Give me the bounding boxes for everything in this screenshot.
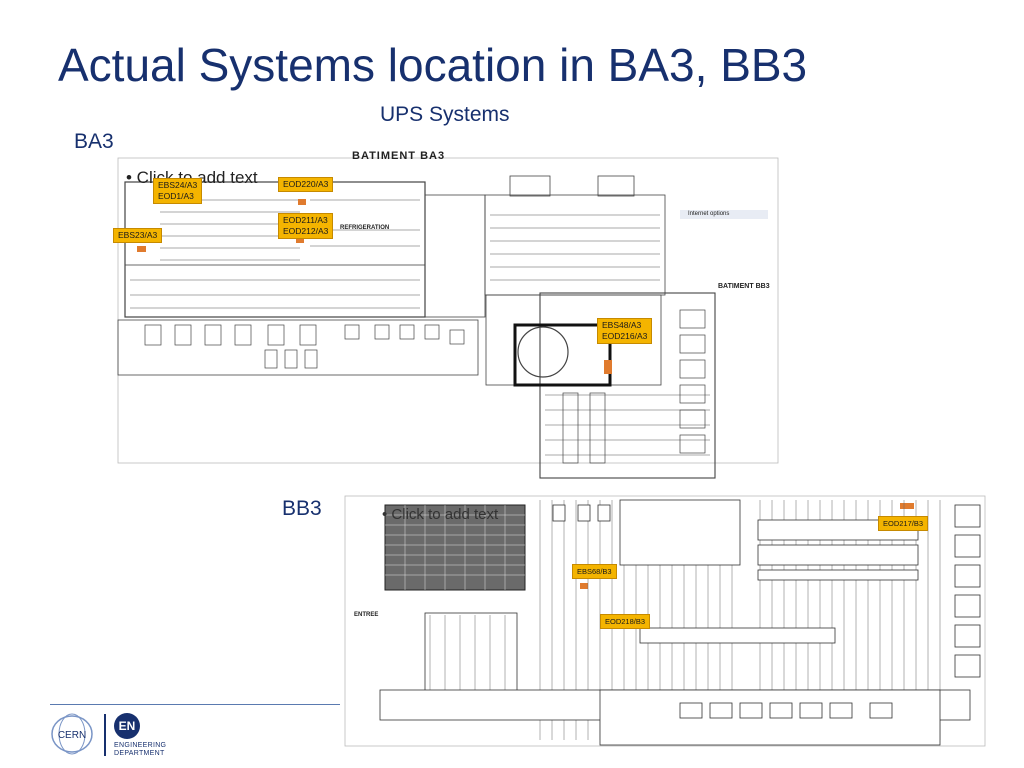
footer-rule xyxy=(50,704,340,705)
ups-tag-ebs24-eod1: EBS24/A3 EOD1/A3 xyxy=(153,178,203,204)
ups-tag-ebs48-eod216: EBS48/A3 EOD216/A3 xyxy=(597,318,653,344)
internet-options-label: Internet options xyxy=(680,210,768,219)
ups-tag-eod218: EOD218/B3 xyxy=(600,614,651,629)
ups-tag-eod211-eod212: EOD211/A3 EOD212/A3 xyxy=(278,213,334,239)
en-logo: EN xyxy=(114,713,140,739)
en-department-text: ENGINEERING DEPARTMENT xyxy=(114,742,167,757)
ups-tag-ebs68: EBS68/B3 xyxy=(572,564,617,579)
bb3-section-label: BB3 xyxy=(282,497,322,520)
bb3-floor-plan xyxy=(344,495,986,747)
entree-label: ENTREE xyxy=(354,612,379,618)
tag-ebs24: EBS24/A3 xyxy=(158,180,198,190)
ups-tag-eod220: EOD220/A3 xyxy=(278,177,334,192)
refrigeration-label: REFRIGERATION xyxy=(340,225,390,231)
ba3-plan-heading: BATIMENT BA3 xyxy=(352,150,446,162)
ups-markers xyxy=(137,199,914,589)
ba3-section-label: BA3 xyxy=(74,130,114,153)
slide-title: Actual Systems location in BA3, BB3 xyxy=(58,39,808,91)
bb3-plan-heading: BATIMENT BB3 xyxy=(718,283,770,290)
footer-separator xyxy=(104,714,106,756)
slide-subtitle: UPS Systems xyxy=(380,103,510,126)
tag-eod1: EOD1/A3 xyxy=(158,191,194,201)
cern-logo-text: CERN xyxy=(58,730,86,741)
ups-tag-ebs23: EBS23/A3 xyxy=(113,228,163,243)
cern-logo: CERN xyxy=(51,713,93,755)
bb3-placeholder-text: • Click to add text xyxy=(382,506,499,523)
ups-tag-eod217: EOD217/B3 xyxy=(878,516,929,531)
